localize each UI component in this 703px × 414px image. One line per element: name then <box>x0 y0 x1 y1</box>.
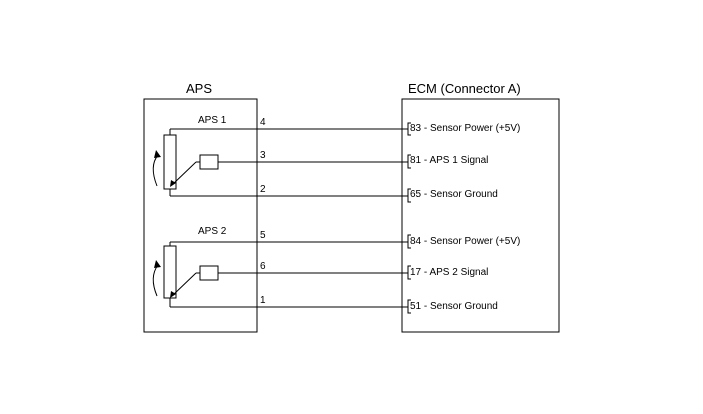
ecm-pin-number: 84 <box>410 236 422 247</box>
ecm-pin-description: - APS 2 Signal <box>421 267 489 278</box>
aps-pin-3: 3 <box>260 150 266 161</box>
ecm-pin-description: - Sensor Ground <box>421 301 498 312</box>
ecm-pin-description: - Sensor Power (+5V) <box>421 123 521 134</box>
ecm-pin-brackets <box>407 122 411 314</box>
ecm-pin-number: 17 <box>410 267 422 278</box>
aps-pin-2: 2 <box>260 184 266 195</box>
ecm-pin-description: - Sensor Power (+5V) <box>421 236 521 247</box>
ecm-pin-81-row: 81 - APS 1 Signal <box>410 156 488 166</box>
ecm-pin-number: 83 <box>410 123 422 134</box>
ecm-pin-number: 81 <box>410 155 422 166</box>
ecm-pin-84-row: 84 - Sensor Power (+5V) <box>410 237 520 247</box>
ecm-pin-number: 51 <box>410 301 422 312</box>
ecm-title: ECM (Connector A) <box>408 81 521 96</box>
aps1-label: APS 1 <box>198 115 227 126</box>
aps1-sensor-symbol <box>152 129 219 196</box>
aps-pin-4: 4 <box>260 117 266 128</box>
ecm-pin-number: 65 <box>410 189 422 200</box>
aps2-label: APS 2 <box>198 226 227 237</box>
ecm-pin-17-row: 17 - APS 2 Signal <box>410 268 488 278</box>
aps-title: APS <box>186 81 213 96</box>
aps-pin-5: 5 <box>260 230 266 241</box>
aps-pin-1: 1 <box>260 295 266 306</box>
ecm-pin-description: - Sensor Ground <box>421 189 498 200</box>
ecm-pin-65-row: 65 - Sensor Ground <box>410 190 498 200</box>
aps2-sensor-symbol <box>152 242 219 307</box>
ecm-pin-83-row: 83 - Sensor Power (+5V) <box>410 124 520 134</box>
ecm-box <box>401 98 560 333</box>
ecm-pin-51-row: 51 - Sensor Ground <box>410 302 498 312</box>
ecm-pin-description: - APS 1 Signal <box>421 155 489 166</box>
aps-pin-6: 6 <box>260 261 266 272</box>
aps-box <box>143 98 258 333</box>
